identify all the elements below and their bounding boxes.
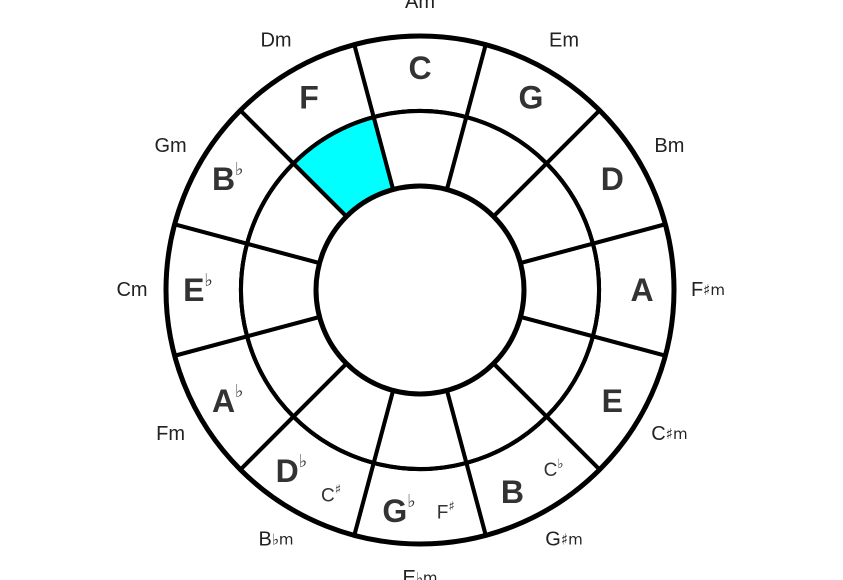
enharmonic-letter: C [544, 459, 558, 480]
major-key-letter: E [602, 383, 623, 419]
relative-minor-label: F♯m [691, 279, 725, 301]
major-key-label: D [601, 161, 624, 197]
major-key-letter: D [601, 161, 624, 197]
major-key-label: C [408, 50, 431, 86]
major-key-letter: A [630, 272, 653, 308]
minor-key-letter: C [651, 423, 665, 445]
rings-layer [163, 33, 677, 547]
enharmonic-letter: F [437, 502, 449, 523]
minor-key-letter: Am [405, 0, 435, 13]
major-key-letter: D [276, 453, 299, 489]
major-key-accidental: ♭ [204, 270, 213, 291]
major-key-letter: G [382, 493, 407, 529]
minor-key-suffix: ♭m [416, 569, 438, 580]
minor-key-letter: Gm [154, 135, 186, 157]
relative-minor-label: G♯m [545, 528, 582, 550]
major-key-label: G [519, 80, 544, 116]
enharmonic-key-label: C♭ [544, 456, 564, 480]
major-key-label: E [602, 383, 623, 419]
major-key-label: E♭ [183, 270, 213, 309]
minor-key-letter: Dm [260, 30, 291, 52]
major-key-label: B [501, 474, 524, 510]
major-key-cell [351, 460, 489, 546]
major-key-letter: B [212, 161, 235, 197]
relative-minor-label: C♯m [651, 423, 687, 445]
enharmonic-accidental: ♯ [335, 482, 341, 497]
minor-key-letter: Bm [654, 135, 684, 157]
major-key-accidental: ♭ [235, 159, 244, 180]
minor-key-suffix: ♯m [666, 425, 688, 443]
outer-ring [163, 33, 677, 547]
enharmonic-accidental: ♭ [557, 456, 563, 471]
minor-key-suffix: ♭m [272, 530, 294, 548]
major-key-accidental: ♭ [235, 381, 244, 402]
enharmonic-key-label: C♯ [321, 482, 341, 506]
minor-key-letter: Fm [156, 423, 185, 445]
relative-minor-label: Gm [154, 135, 186, 157]
relative-minor-label: B♭m [258, 528, 293, 550]
relative-minor-label: Fm [156, 423, 185, 445]
major-key-letter: G [519, 80, 544, 116]
major-key-letter: C [408, 50, 431, 86]
major-key-label: B♭ [212, 159, 244, 198]
minor-key-letter: Em [549, 30, 579, 52]
enharmonic-letter: C [321, 485, 335, 506]
relative-minor-label: Cm [116, 279, 147, 301]
relative-minor-label: Bm [654, 135, 684, 157]
minor-key-letter: G [545, 528, 561, 550]
enharmonic-key-label: F♯ [437, 499, 455, 523]
minor-key-letter: Cm [116, 279, 147, 301]
major-key-letter: A [212, 383, 235, 419]
relative-minor-label: E♭m [402, 567, 437, 580]
relative-minor-label: Am [405, 0, 435, 13]
major-key-letter: B [501, 474, 524, 510]
middle-ring [239, 109, 601, 471]
major-key-label: A♭ [212, 381, 244, 420]
major-key-label: A [630, 272, 653, 308]
minor-key-letter: B [258, 528, 271, 550]
minor-key-suffix: ♯m [703, 281, 725, 299]
minor-key-letter: F [691, 279, 703, 301]
major-key-label: G♭ [382, 491, 415, 530]
major-key-accidental: ♭ [299, 450, 308, 471]
relative-minor-label: Em [549, 30, 579, 52]
relative-minor-label: Dm [260, 30, 291, 52]
major-key-label: F [299, 80, 319, 116]
inner-ring [313, 183, 527, 397]
major-key-letter: E [183, 272, 204, 308]
major-key-label: D♭ [276, 450, 308, 489]
minor-key-suffix: ♯m [561, 530, 583, 548]
major-key-letter: F [299, 80, 319, 116]
major-key-accidental: ♭ [407, 491, 416, 512]
minor-key-letter: E [402, 567, 415, 580]
enharmonic-accidental: ♯ [448, 499, 454, 514]
